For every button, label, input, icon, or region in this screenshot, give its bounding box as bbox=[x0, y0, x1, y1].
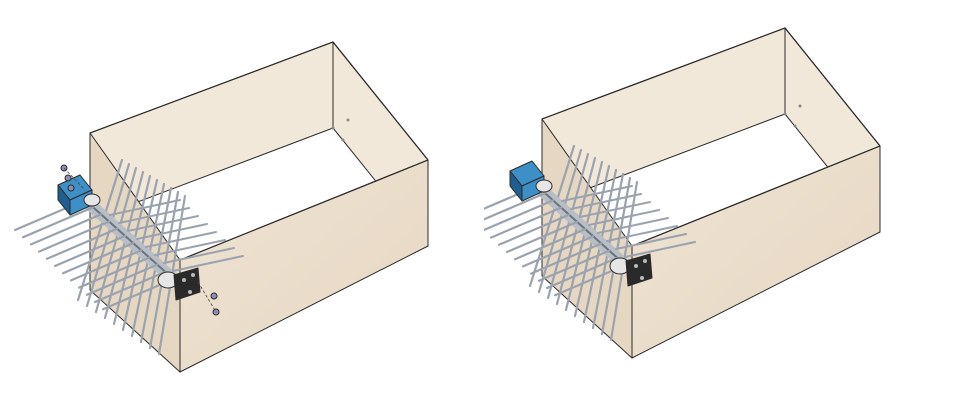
bracket-bolt-1 bbox=[182, 278, 186, 282]
vertical-tine-4 bbox=[103, 170, 145, 320]
mounting-hole-2 bbox=[793, 124, 797, 128]
inner-tine-4 bbox=[588, 209, 660, 226]
horizontal-tine-4 bbox=[489, 206, 563, 239]
motor-screw-2 bbox=[64, 174, 72, 182]
horizontal-tine-2 bbox=[484, 192, 547, 221]
inner-tine-2 bbox=[570, 193, 642, 210]
motor-coupling-hub bbox=[535, 179, 553, 193]
hopper-front-rim bbox=[179, 159, 429, 261]
hopper-right-panel bbox=[631, 145, 881, 359]
inner-tine-5 bbox=[145, 231, 217, 248]
horizontal-tine-8 bbox=[69, 249, 143, 282]
assembled-drawing bbox=[484, 27, 881, 359]
mounting-hole-3 bbox=[798, 104, 802, 108]
vertical-tine-1 bbox=[76, 158, 124, 302]
hopper-front-rim bbox=[631, 145, 881, 247]
exploded-fasteners bbox=[60, 164, 220, 316]
horizontal-tine-7 bbox=[61, 242, 135, 275]
inner-tine-8 bbox=[624, 241, 696, 258]
hopper-top-rim bbox=[89, 41, 429, 161]
horizontal-tine-9 bbox=[77, 256, 151, 289]
horizontal-tine-3 bbox=[484, 199, 555, 232]
horizontal-tine-4 bbox=[37, 220, 111, 253]
inner-tine-3 bbox=[127, 215, 199, 232]
inner-tine-7 bbox=[615, 233, 687, 250]
bracket-screw-1 bbox=[210, 292, 218, 300]
mounting-hole-1 bbox=[331, 126, 335, 130]
hopper-right-panel bbox=[179, 159, 429, 373]
bracket-screw-2 bbox=[212, 308, 220, 316]
hopper-assembly bbox=[13, 41, 429, 373]
inner-tine-4 bbox=[136, 223, 208, 240]
vertical-tine-4 bbox=[555, 156, 597, 306]
mounting-hole-2 bbox=[341, 138, 345, 142]
inner-tine-6 bbox=[154, 239, 226, 256]
horizontal-tine-10 bbox=[537, 249, 611, 282]
horizontal-tine-8 bbox=[521, 235, 595, 268]
hopper-top-rim bbox=[541, 27, 881, 147]
inner-tine-1 bbox=[561, 185, 633, 202]
bracket-bolt-1 bbox=[634, 264, 638, 268]
inner-tine-8 bbox=[172, 255, 244, 272]
bracket-bolt-2 bbox=[188, 290, 192, 294]
drive-motor bbox=[509, 160, 553, 202]
horizontal-tine-9 bbox=[529, 242, 603, 275]
horizontal-tine-10 bbox=[85, 263, 159, 296]
inner-tine-3 bbox=[579, 201, 651, 218]
vertical-tine-1 bbox=[528, 144, 576, 288]
drive-motor bbox=[57, 174, 101, 216]
horizontal-tine-7 bbox=[513, 228, 587, 261]
inner-tine-6 bbox=[606, 225, 678, 242]
rake-rod-group bbox=[13, 158, 244, 356]
horizontal-tine-2 bbox=[21, 206, 95, 239]
inner-tine-7 bbox=[163, 247, 235, 264]
inner-tine-1 bbox=[109, 199, 181, 216]
assembled-view bbox=[484, 0, 968, 401]
bracket-screw-guide-line bbox=[197, 281, 217, 313]
exploded-assembly-drawing bbox=[13, 41, 429, 373]
horizontal-tine-11 bbox=[545, 256, 619, 290]
motor-screw-3 bbox=[67, 184, 75, 192]
bracket-bolt-3 bbox=[643, 259, 647, 263]
exploded-assembly-view bbox=[13, 41, 429, 373]
motor-coupling-hub bbox=[83, 193, 101, 207]
horizontal-tine-5 bbox=[45, 227, 119, 260]
bracket-bolt-2 bbox=[640, 276, 644, 280]
hopper-assembly bbox=[484, 27, 881, 359]
motor-screw-guide-line bbox=[63, 167, 86, 191]
horizontal-tine-6 bbox=[505, 220, 579, 254]
bracket-bolt-3 bbox=[191, 273, 195, 277]
mounting-hole-3 bbox=[346, 118, 350, 122]
inner-tine-5 bbox=[597, 217, 669, 234]
horizontal-tine-5 bbox=[497, 213, 571, 246]
horizontal-tine-11 bbox=[93, 270, 167, 304]
mounting-hole-1 bbox=[783, 112, 787, 116]
horizontal-tine-3 bbox=[29, 213, 103, 246]
inner-tine-2 bbox=[118, 207, 190, 224]
horizontal-tine-6 bbox=[53, 234, 127, 268]
